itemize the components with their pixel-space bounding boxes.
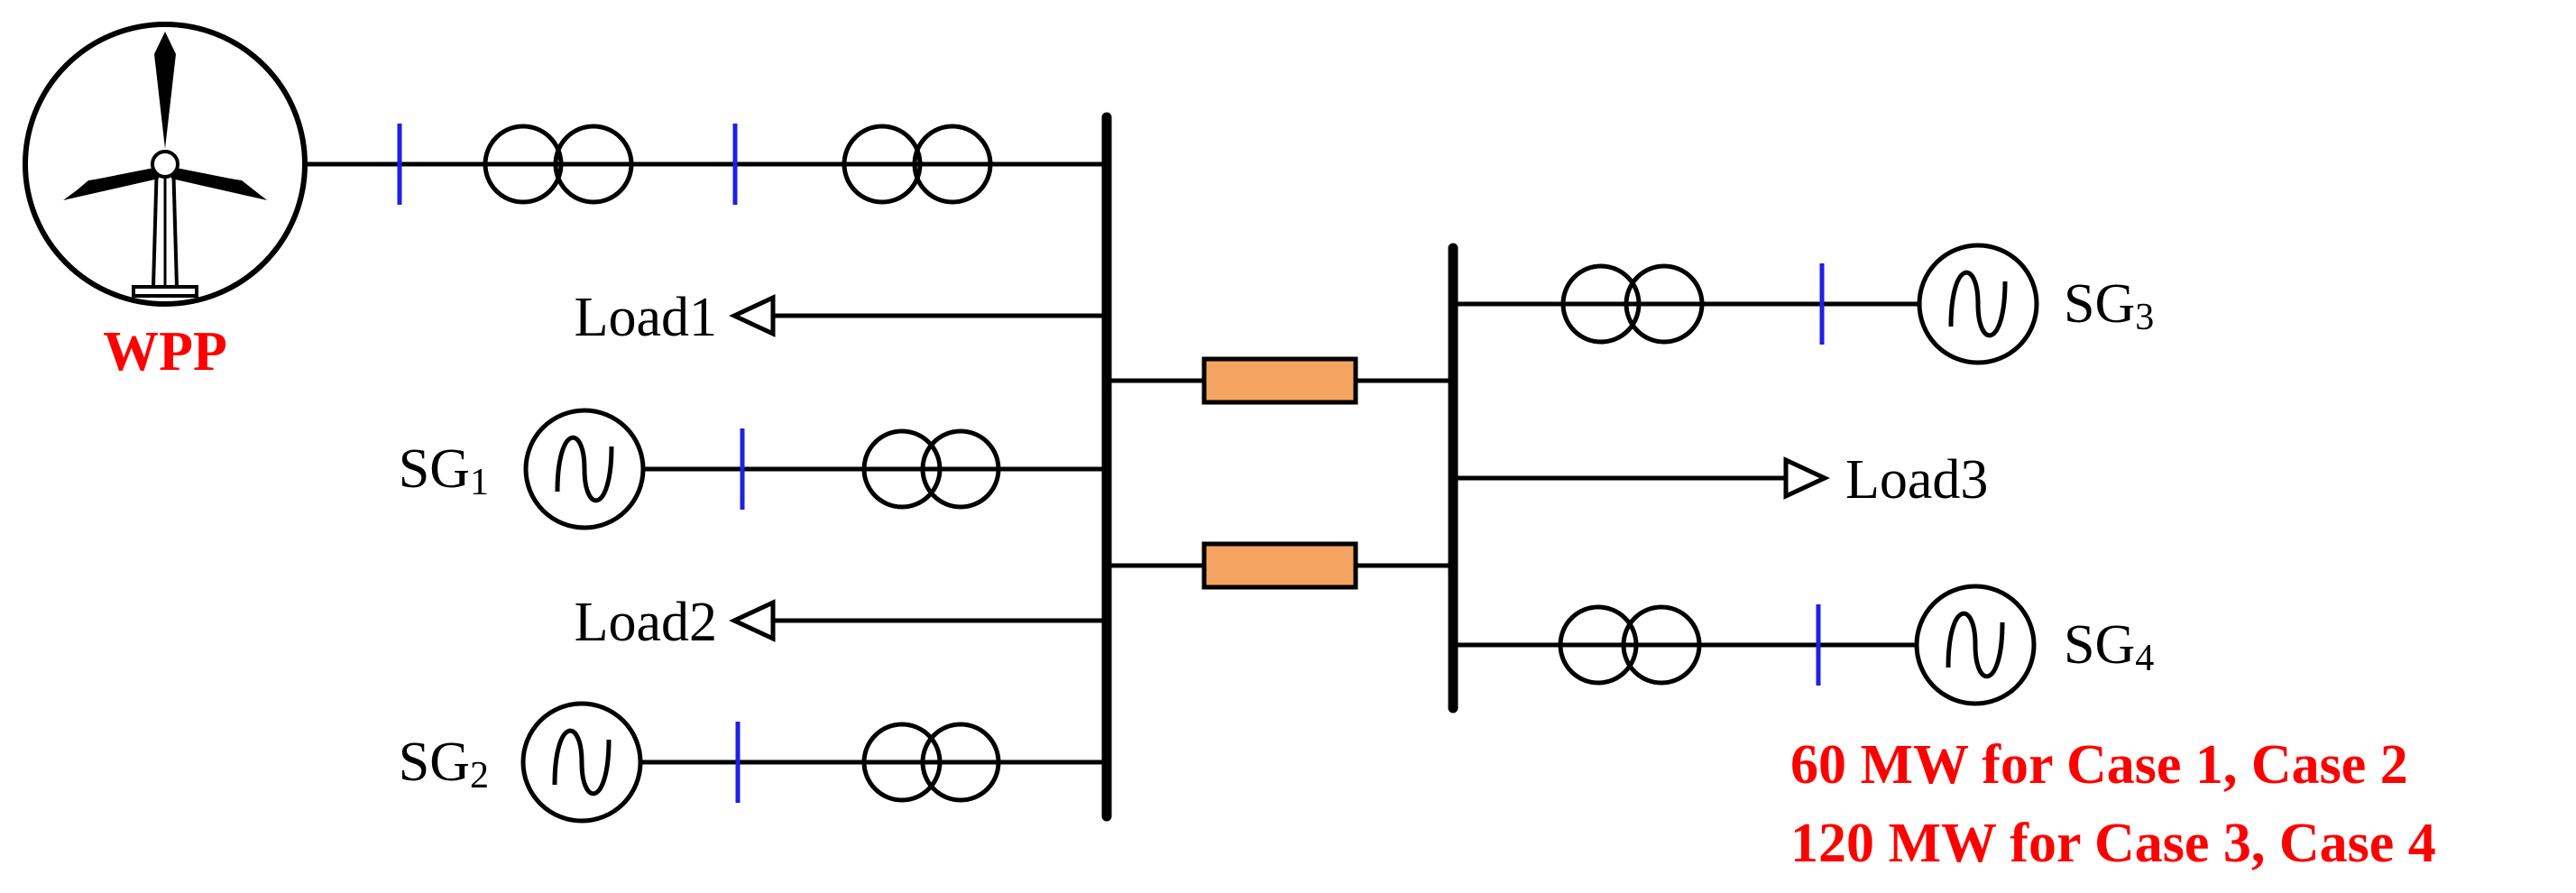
wpp-transformer-1 — [483, 124, 634, 205]
sg1-label: SG1 — [399, 438, 489, 503]
wpp-transformer-2 — [842, 124, 993, 205]
sg2-label: SG2 — [399, 732, 489, 796]
load1-label: Load1 — [575, 287, 717, 348]
load2-arrow — [729, 599, 776, 642]
tie-line-2-impedance — [1201, 541, 1358, 590]
sg3-generator-icon — [1917, 243, 2039, 365]
sg1-generator-icon — [523, 408, 646, 530]
wpp-label: WPP — [103, 321, 227, 382]
sg1-transformer — [861, 428, 1001, 510]
sg2-generator-icon — [520, 701, 643, 824]
load1-arrow — [729, 294, 776, 337]
wind-power-plant — [23, 22, 308, 307]
sg4-transformer — [1558, 604, 1702, 686]
sg4-generator-icon — [1914, 584, 2037, 706]
sg4-label: SG4 — [2064, 614, 2154, 679]
wpp-note-line-2: 120 MW for Case 3, Case 4 — [1790, 813, 2436, 874]
sg3-transformer — [1560, 263, 1705, 345]
sg2-transformer — [861, 722, 1001, 803]
tie-line-1-impedance — [1201, 356, 1358, 405]
sg3-label: SG3 — [2064, 273, 2154, 338]
load3-label: Load3 — [1845, 449, 1988, 511]
load2-label: Load2 — [575, 592, 717, 653]
load3-arrow — [1783, 456, 1830, 500]
wpp-note-line-1: 60 MW for Case 1, Case 2 — [1790, 734, 2408, 796]
